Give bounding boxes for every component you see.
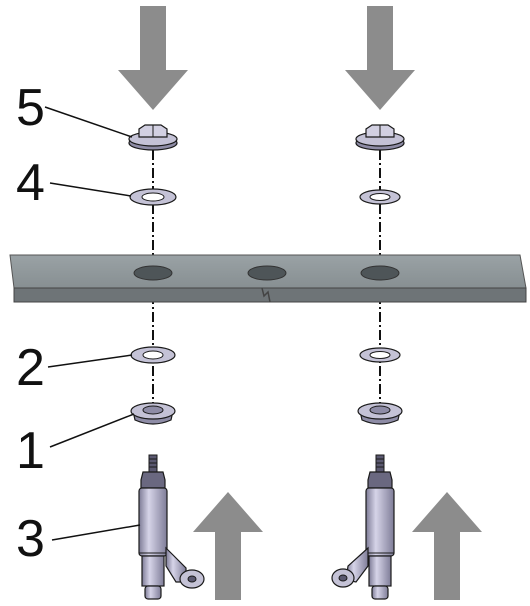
- arrow-up-icon-left: [193, 492, 263, 600]
- upper-washer-right: [359, 189, 401, 205]
- callout-4: 4: [16, 154, 45, 212]
- callout-3: 3: [16, 510, 45, 568]
- arrow-down-icon-right: [345, 6, 415, 110]
- leader-lines: [44, 106, 141, 541]
- callout-1: 1: [16, 422, 45, 480]
- valve-right: [331, 454, 395, 600]
- callout-2: 2: [16, 339, 45, 397]
- flange-nut-right: [355, 124, 405, 151]
- mounting-plate: [9, 254, 527, 303]
- flanged-bushing-right: [357, 402, 403, 425]
- upper-washer-left: [129, 188, 177, 206]
- plate-hole-right: [360, 265, 400, 281]
- lower-washer-right: [359, 347, 401, 363]
- callout-5: 5: [16, 79, 45, 137]
- valve-left: [138, 454, 205, 600]
- lower-washer-left: [130, 346, 176, 364]
- plate-hole-left: [133, 265, 173, 281]
- arrow-down-icon-left: [118, 6, 188, 110]
- flanged-bushing-left: [130, 402, 176, 425]
- plate-hole-center: [247, 265, 287, 281]
- flange-nut-left: [128, 124, 178, 151]
- arrow-up-icon-right: [412, 492, 482, 600]
